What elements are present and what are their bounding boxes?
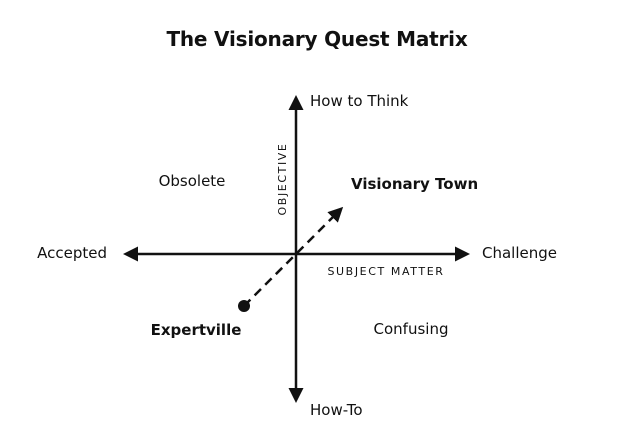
quadrant-label-bottom-right: Confusing — [374, 320, 449, 338]
axis-label-right: Challenge — [482, 244, 557, 262]
axis-caption-objective: OBJECTIVE — [276, 143, 289, 216]
start-point — [238, 300, 250, 312]
axis-caption-subject-matter: SUBJECT MATTER — [327, 265, 444, 278]
axis-label-bottom: How-To — [310, 401, 363, 419]
quadrant-label-top-right: Visionary Town — [351, 175, 478, 193]
quadrant-label-top-left: Obsolete — [159, 172, 226, 190]
progression-arrow — [243, 206, 344, 307]
diagram-title: The Visionary Quest Matrix — [166, 27, 468, 51]
quadrant-label-bottom-left: Expertville — [151, 321, 242, 339]
axis-label-left: Accepted — [37, 244, 107, 262]
axis-label-top: How to Think — [310, 92, 409, 110]
